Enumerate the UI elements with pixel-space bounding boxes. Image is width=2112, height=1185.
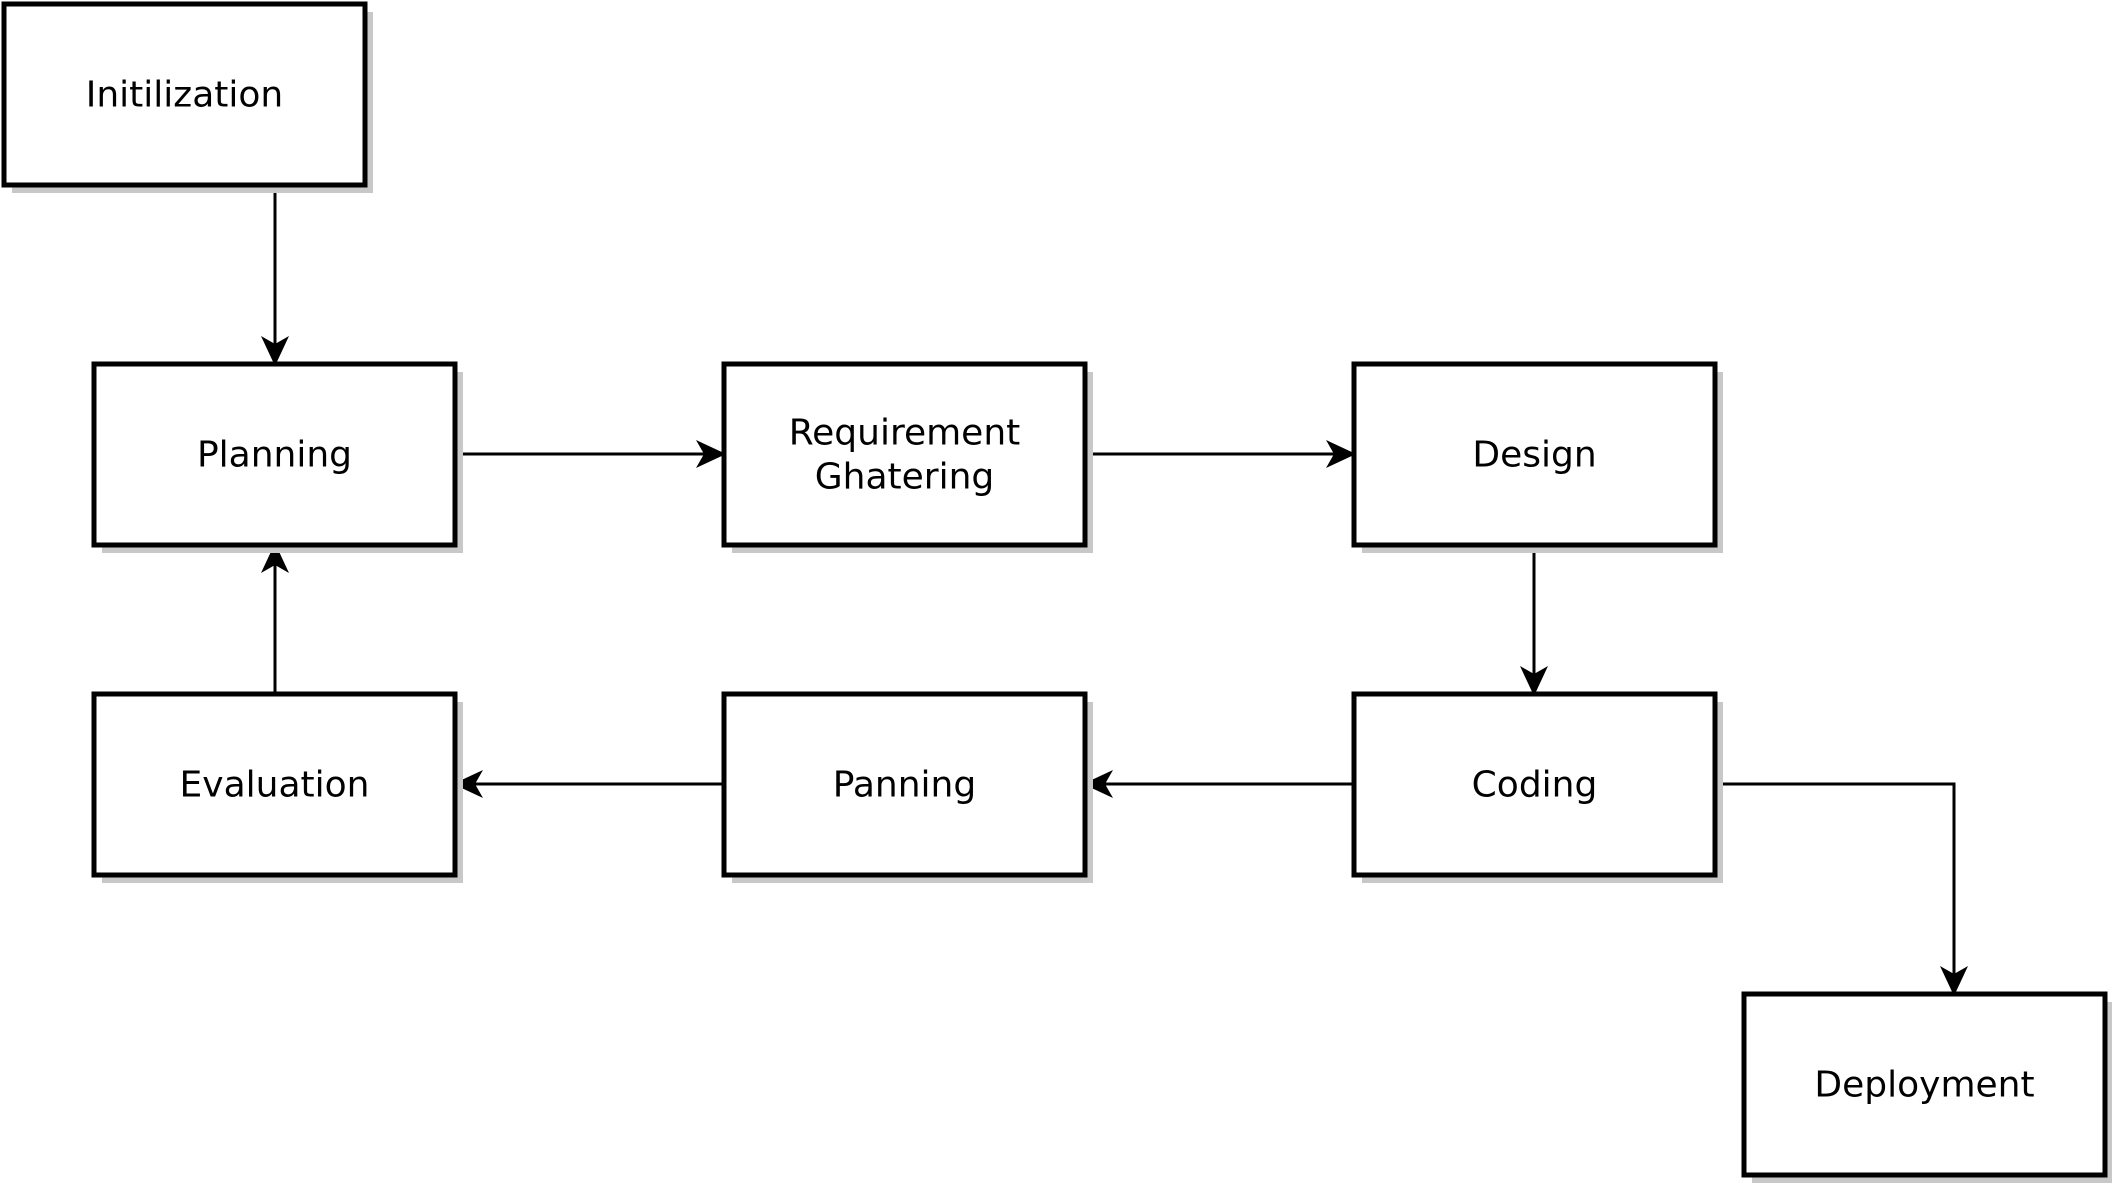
node-label-line: Panning — [833, 765, 976, 806]
node-label-line: Requirement — [789, 413, 1021, 454]
node-design: Design — [1351, 361, 1723, 553]
node-box — [1741, 991, 2108, 1178]
node-box — [721, 691, 1088, 878]
node-label: Evaluation — [180, 765, 370, 806]
edges-layer — [261, 185, 1968, 996]
node-label-line: Evaluation — [180, 765, 370, 806]
node-box — [1351, 361, 1718, 548]
node-box — [91, 361, 458, 548]
node-box — [721, 361, 1088, 548]
node-label: Initilization — [86, 75, 283, 116]
node-label-line: Deployment — [1814, 1065, 2034, 1106]
node-box — [1351, 691, 1718, 878]
node-label-line: Design — [1472, 435, 1596, 476]
edge-coding-to-deployment — [1715, 782, 1968, 996]
node-label-line: Initilization — [86, 75, 283, 116]
node-coding: Coding — [1351, 691, 1723, 883]
node-planning: Planning — [91, 361, 463, 553]
node-label: Planning — [197, 435, 352, 476]
node-label: Panning — [833, 765, 976, 806]
node-evaluation: Evaluation — [91, 691, 463, 883]
node-label-line: Coding — [1472, 765, 1598, 806]
node-label-line: Ghatering — [815, 457, 995, 498]
node-label: Deployment — [1814, 1065, 2034, 1106]
node-box — [1, 1, 368, 188]
node-initilization: Initilization — [1, 1, 373, 193]
node-deployment: Deployment — [1741, 991, 2112, 1183]
node-label-line: Planning — [197, 435, 352, 476]
node-label: Coding — [1472, 765, 1598, 806]
node-panning: Panning — [721, 691, 1093, 883]
node-label: Design — [1472, 435, 1596, 476]
node-box — [91, 691, 458, 878]
